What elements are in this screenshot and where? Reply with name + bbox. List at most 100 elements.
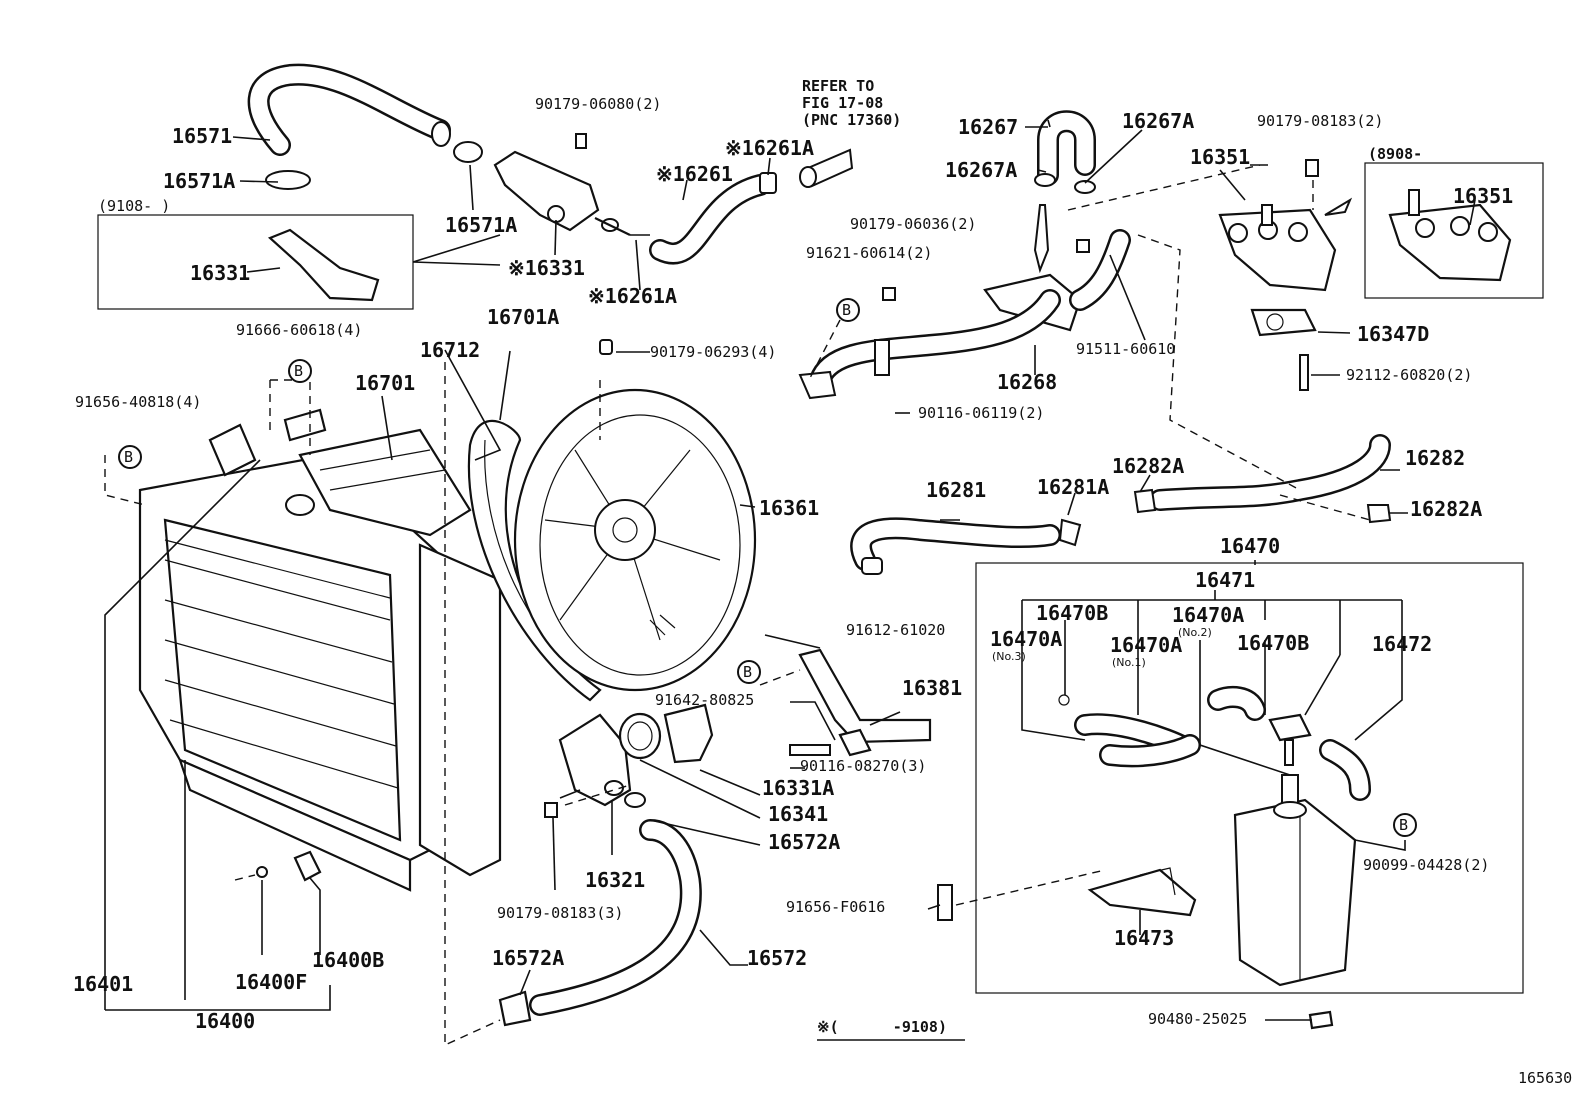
label-no3: (No.3) (992, 650, 1026, 663)
label-9108-box: (9108- ) (98, 197, 170, 215)
label-16351-left: 16351 (1190, 145, 1250, 169)
drawing-water-inlet-16351 (1218, 159, 1544, 391)
label-16261a-bottom: ※16261A (588, 284, 677, 308)
label-16282a-right: 16282A (1410, 497, 1482, 521)
diagram-id: 165630 (1518, 1069, 1572, 1087)
drawing-upper-radiator-hose (247, 63, 483, 190)
label-16331a: 16331A (762, 776, 834, 800)
b-symbol-text: B (842, 301, 851, 319)
b-symbol (288, 359, 312, 383)
label-92112-60820: 92112-60820(2) (1346, 366, 1472, 384)
label-16381: 16381 (902, 676, 962, 700)
drawing-bypass-hose (575, 133, 854, 265)
label-90179-06080: 90179-06080(2) (535, 95, 661, 113)
label-16268: 16268 (997, 370, 1057, 394)
label-16267a-left: 16267A (945, 158, 1017, 182)
refer-line-1: REFER TO (802, 77, 874, 95)
label-16470a-no2: 16470A (1172, 603, 1244, 627)
label-16471: 16471 (1195, 568, 1255, 592)
b-symbol (1393, 813, 1417, 837)
label-16267: 16267 (958, 115, 1018, 139)
label-16572a-right: 16572A (768, 830, 840, 854)
drawing-heater-hose (850, 234, 1392, 575)
label-16470b-right: 16470B (1237, 631, 1309, 655)
drawing-heater-pipe (798, 204, 1131, 400)
label-91642-80825: 91642-80825 (655, 691, 754, 709)
label-91621-60614: 91621-60614(2) (806, 244, 932, 262)
label-16572a-bottom: 16572A (492, 946, 564, 970)
drawing-shroud-fan (467, 339, 757, 702)
b-symbol (836, 298, 860, 322)
label-91666-60618: 91666-60618(4) (236, 321, 362, 339)
label-16400f: 16400F (235, 970, 307, 994)
drawing-box-9108 (97, 214, 501, 310)
b-symbol-text: B (743, 663, 752, 681)
b-symbol-group: B B B B B (118, 298, 1417, 837)
label-16470a-no1: 16470A (1110, 633, 1182, 657)
drawing-water-outlet (493, 150, 631, 236)
b-symbol (737, 660, 761, 684)
label-16267a-top: 16267A (1122, 109, 1194, 133)
label-16571: 16571 (172, 124, 232, 148)
label-16261a-top: ※16261A (725, 136, 814, 160)
leader-lines (104, 119, 1476, 1021)
label-16282: 16282 (1405, 446, 1465, 470)
label-16701a: 16701A (487, 305, 559, 329)
label-16331-star: ※16331 (508, 256, 585, 280)
label-16281: 16281 (926, 478, 986, 502)
label-no2: (No.2) (1178, 626, 1212, 639)
drawing-lower-hose (498, 703, 714, 1027)
b-symbol-text: B (1399, 816, 1408, 834)
label-91612-61020: 91612-61020 (846, 621, 945, 639)
label-90179-08183-3: 90179-08183(3) (497, 904, 623, 922)
label-90179-06293: 90179-06293(4) (650, 343, 776, 361)
footnote-text: ※( -9108) (817, 1018, 947, 1036)
label-no1: (No.1) (1112, 656, 1146, 669)
label-16282a-left: 16282A (1112, 454, 1184, 478)
label-90116-08270: 90116-08270(3) (800, 757, 926, 775)
label-90099-04428: 90099-04428(2) (1363, 856, 1489, 874)
refer-note: REFER TO FIG 17-08 (PNC 17360) (802, 77, 901, 129)
label-91511-60610: 91511-60610 (1076, 340, 1175, 358)
label-16281a: 16281A (1037, 475, 1109, 499)
drawing-radiator (138, 408, 502, 892)
label-91656-40818: 91656-40818(4) (75, 393, 201, 411)
label-16347d: 16347D (1357, 322, 1429, 346)
label-91656-f0616: 91656-F0616 (786, 898, 885, 916)
refer-line-3: (PNC 17360) (802, 111, 901, 129)
label-16261: ※16261 (656, 162, 733, 186)
label-16400: 16400 (195, 1009, 255, 1033)
guide-lines (104, 319, 841, 1047)
label-90179-08183-2: 90179-08183(2) (1257, 112, 1383, 130)
drawing-16267-hose (1034, 110, 1261, 211)
label-16472: 16472 (1372, 632, 1432, 656)
label-16571a-right: 16571A (445, 213, 517, 237)
footnote: ※( -9108) (817, 1018, 965, 1041)
label-90116-06119: 90116-06119(2) (918, 404, 1044, 422)
label-90179-06036: 90179-06036(2) (850, 215, 976, 233)
b-symbol-text: B (294, 362, 303, 380)
drawing-fan-bracket (759, 648, 932, 757)
drawing-reservoir-box (937, 562, 1524, 1030)
label-8908-box: (8908- (1368, 145, 1422, 163)
label-16572: 16572 (747, 946, 807, 970)
label-16701: 16701 (355, 371, 415, 395)
label-16571a-left: 16571A (163, 169, 235, 193)
label-16351-right: 16351 (1453, 184, 1513, 208)
label-16361: 16361 (759, 496, 819, 520)
label-16401: 16401 (73, 972, 133, 996)
refer-line-2: FIG 17-08 (802, 94, 883, 112)
label-16470b-left: 16470B (1036, 601, 1108, 625)
label-16712: 16712 (420, 338, 480, 362)
label-16331: 16331 (190, 261, 250, 285)
part-labels: 16571 16571A 16571A (9108- ) 16331 ※1633… (73, 95, 1513, 1033)
label-16473: 16473 (1114, 926, 1174, 950)
b-symbol (118, 445, 142, 469)
label-90480-25025: 90480-25025 (1148, 1010, 1247, 1028)
label-16400b: 16400B (312, 948, 384, 972)
label-16470a-no3: 16470A (990, 627, 1062, 651)
label-16321: 16321 (585, 868, 645, 892)
label-16470: 16470 (1220, 534, 1280, 558)
label-16341: 16341 (768, 802, 828, 826)
